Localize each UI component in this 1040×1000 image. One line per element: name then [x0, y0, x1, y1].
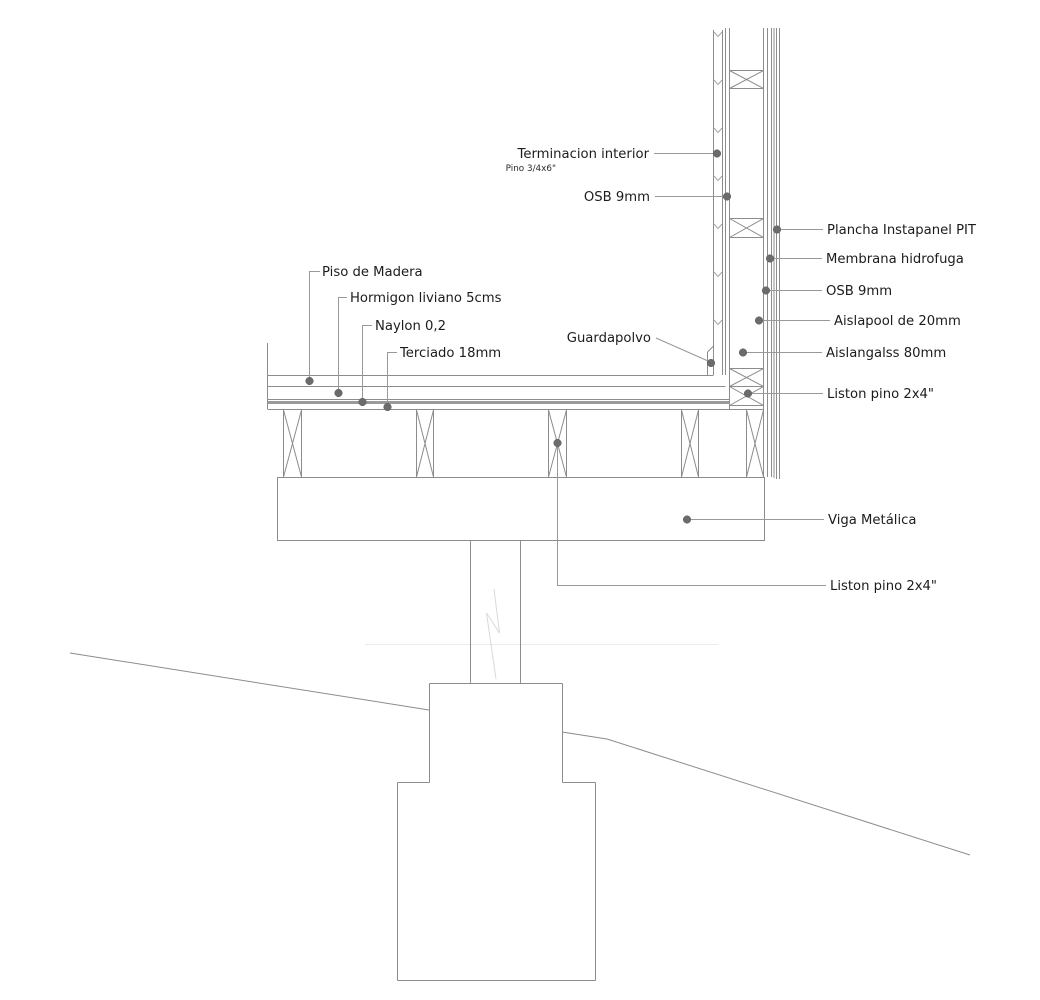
column-break-symbol — [486, 588, 500, 680]
steel-beam — [277, 477, 765, 541]
interior-finish-board — [713, 30, 723, 375]
plank-joint-marks — [713, 31, 723, 326]
floor-joists — [283, 409, 764, 478]
label-terminacion-interior: Terminacion interior — [517, 147, 650, 162]
wall-assembly — [707, 28, 780, 479]
label-membrana-hidrofuga: Membrana hidrofuga — [826, 252, 964, 267]
label-hormigon-liviano: Hormigon liviano 5cms — [350, 291, 502, 306]
labels: Terminacion interior Pino 3/4x6" OSB 9mm… — [322, 147, 977, 594]
leader-lines — [309, 153, 830, 586]
label-aislapool: Aislapool de 20mm — [834, 314, 961, 329]
label-piso-de-madera: Piso de Madera — [322, 265, 423, 280]
column — [365, 540, 718, 683]
label-aislangalss: Aislangalss 80mm — [826, 346, 946, 361]
instapanel-cladding — [776, 28, 780, 479]
floor-layer-lines — [267, 375, 764, 410]
label-pino-sub: Pino 3/4x6" — [506, 164, 556, 174]
label-osb-interior: OSB 9mm — [584, 190, 650, 205]
label-naylon: Naylon 0,2 — [375, 319, 446, 334]
wall-blocking-x-boxes — [729, 70, 764, 406]
foundation — [397, 683, 596, 981]
leader-dots — [305, 149, 782, 524]
label-liston-pino-muro: Liston pino 2x4" — [827, 387, 934, 402]
label-guardapolvo: Guardapolvo — [567, 331, 651, 346]
label-plancha-instapanel: Plancha Instapanel PIT — [827, 223, 977, 238]
osb-interior-layer — [725, 28, 730, 409]
label-osb-exterior: OSB 9mm — [826, 284, 892, 299]
ground-line — [69, 652, 971, 856]
label-liston-pino-piso: Liston pino 2x4" — [830, 579, 937, 594]
label-terciado: Terciado 18mm — [399, 346, 501, 361]
floor-deck — [267, 343, 764, 410]
label-viga-metalica: Viga Metálica — [828, 512, 916, 528]
